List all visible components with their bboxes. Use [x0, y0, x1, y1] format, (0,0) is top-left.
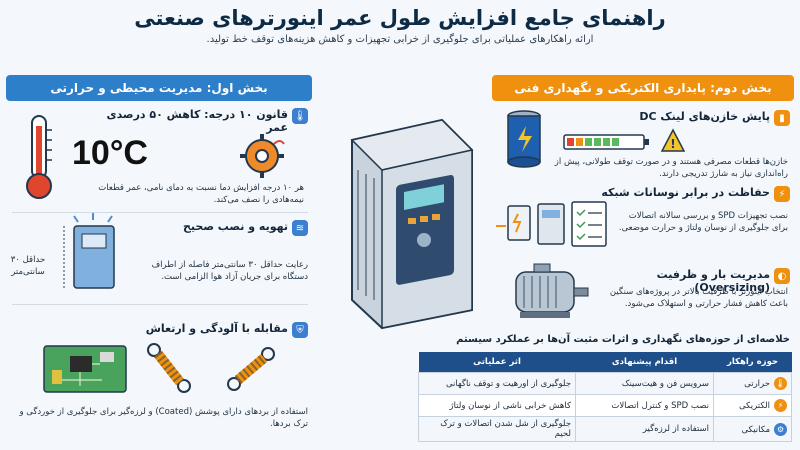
area-label: الکتریکی: [738, 401, 770, 411]
sizing-text: انتخاب اینورتر با ظرفیت بالاتر در پروژه‌…: [609, 287, 788, 309]
spd-panel-icon: [496, 201, 607, 247]
table-row: 🌡 حرارتی سرویس فن و هیت‌سینک جلوگیری از ا…: [418, 372, 792, 395]
shock-absorber-icon: [147, 343, 191, 393]
electric-motor-icon: [515, 263, 589, 318]
pollution-text: استفاده از بردهای دارای پوشش (Coated) و …: [19, 407, 308, 429]
summary-table: حوزه راهکار اقدام پیشنهادی اثر عملیاتی 🌡…: [418, 352, 792, 442]
area-label: حرارتی: [744, 379, 770, 389]
table-cell-effect: جلوگیری از اورهیت و توقف ناگهانی: [418, 372, 576, 395]
page-title: راهنمای جامع افزایش طول عمر اینورترهای ص…: [134, 6, 666, 30]
table-header: حوزه راهکار: [713, 352, 792, 373]
ventilation-title: تهویه و نصب صحیح: [182, 220, 288, 233]
grid-title: حفاظت در برابر نوسانات شبکه: [601, 186, 770, 199]
svg-text:!: !: [670, 137, 675, 151]
spring-damper-icon: [227, 347, 275, 391]
gear-icon: ⚙: [774, 422, 787, 436]
warning-icon: !: [660, 128, 686, 152]
rule10-big-value: 10°C: [72, 134, 148, 172]
table-row: ⚡ الکتریکی نصب SPD و کنترل اتصالات کاهش خ…: [418, 394, 792, 417]
thermal-rule-icon: 🌡: [292, 108, 308, 124]
dc-title: پایش خازن‌های لینک DC: [639, 110, 770, 123]
thermal-icon: 🌡: [774, 377, 787, 390]
thermometer-icon: [26, 115, 52, 199]
summary-title: خلاصه‌ای از حوزه‌های نگهداری و اثرات مثب…: [456, 334, 790, 345]
table-cell-area: ⚡ الکتریکی: [713, 394, 792, 417]
table-cell-area: 🌡 حرارتی: [713, 372, 792, 395]
clearance-label: حداقل ۳۰ سانتی‌متر: [10, 255, 46, 277]
inverter-cabinet-icon: [63, 213, 115, 289]
rule10-title: قانون ۱۰ درجه: کاهش ۵۰ درصدی عمر: [106, 108, 289, 134]
table-cell-effect: جلوگیری از شل شدن اتصالات و ترک لحیم: [418, 416, 576, 442]
lightning-icon: ⚡: [774, 399, 787, 412]
page-subtitle: ارائه راهکارهای عملیاتی برای جلوگیری از …: [206, 34, 594, 45]
overheat-gear-icon: [240, 134, 285, 178]
load-gauge-icon: ◐: [774, 268, 790, 284]
pollution-title: مقابله با آلودگی و ارتعاش: [145, 322, 288, 335]
lightning-icon: ⚡: [774, 186, 790, 202]
divider: [12, 212, 308, 213]
circuit-board-icon: [43, 345, 127, 393]
table-header-row: حوزه راهکار اقدام پیشنهادی اثر عملیاتی: [418, 352, 792, 373]
industrial-inverter-illustration: [350, 118, 474, 330]
table-header: اثر عملیاتی: [418, 352, 576, 373]
table-header: اقدام پیشنهادی: [575, 352, 714, 373]
table-row: ⚙ مکانیکی استفاده از لرزه‌گیر جلوگیری از …: [418, 416, 792, 442]
section-header-environment: بخش اول: مدیریت محیطی و حرارتی: [6, 75, 312, 101]
charge-bar-icon: [563, 134, 649, 150]
table-cell-action: نصب SPD و کنترل اتصالات: [575, 394, 714, 417]
section-header-electrical: بخش دوم: پایداری الکتریکی و نگهداری فنی: [492, 75, 794, 101]
rule10-text: هر ۱۰ درجه افزایش دما نسبت به دمای نامی،…: [98, 183, 304, 205]
airflow-icon: ≋: [292, 220, 308, 236]
grid-text: نصب تجهیزات SPD و بررسی سالانه اتصالات ب…: [618, 211, 788, 233]
area-label: مکانیکی: [741, 424, 770, 435]
capacitor-icon: [507, 110, 541, 168]
table-cell-action: سرویس فن و هیت‌سینک: [575, 372, 714, 395]
dc-text: خازن‌ها قطعات مصرفی هستند و در صورت توقف…: [554, 157, 788, 179]
table-cell-action: استفاده از لرزه‌گیر: [575, 416, 714, 442]
table-cell-effect: کاهش خرابی ناشی از نوسان ولتاژ: [418, 394, 576, 417]
table-cell-area: ⚙ مکانیکی: [713, 416, 792, 442]
sizing-title: مدیریت بار و ظرفیت (Oversizing): [656, 268, 770, 294]
ventilation-text: رعایت حداقل ۳۰ سانتی‌متر فاصله از اطراف …: [151, 260, 308, 282]
divider: [12, 304, 308, 305]
shield-icon: ⛨: [292, 322, 308, 338]
battery-icon: ▮: [774, 110, 790, 126]
